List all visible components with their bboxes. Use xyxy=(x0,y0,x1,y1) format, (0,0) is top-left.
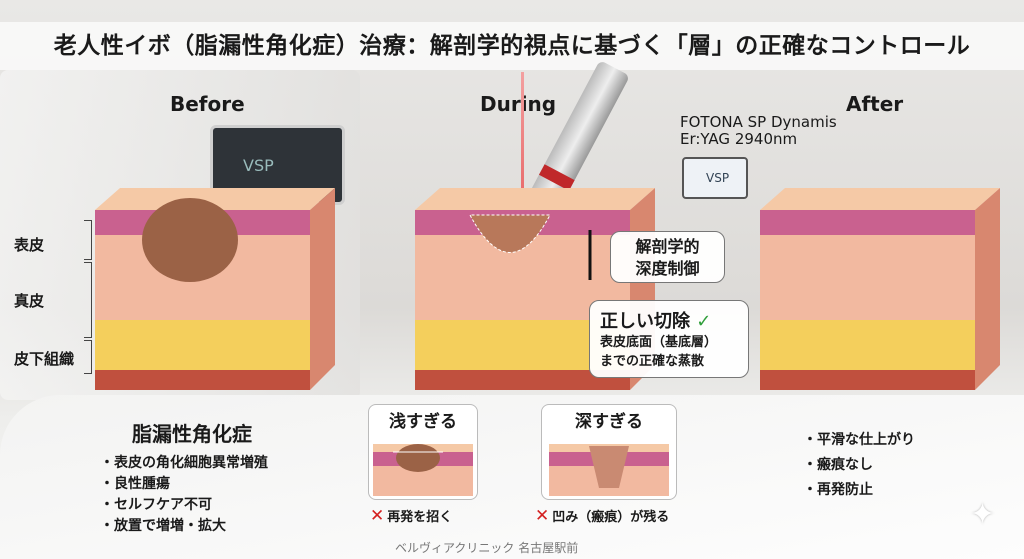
after-item: ・再発防止 xyxy=(803,482,873,498)
device-spec: Er:YAG 2940nm xyxy=(680,130,798,148)
after-benefits: ・平滑な仕上がり ・瘢痕なし ・再発防止 xyxy=(803,428,915,503)
background-treatment-bed xyxy=(0,395,1024,559)
too-deep-panel: 深すぎる xyxy=(541,404,677,500)
bracket-subcutis xyxy=(84,340,92,374)
bracket-epidermis xyxy=(84,220,92,260)
after-item: ・平滑な仕上がり xyxy=(803,432,915,448)
correct-title: 正しい切除 xyxy=(600,311,690,332)
check-icon: ✓ xyxy=(696,311,712,332)
screen-text: VSP xyxy=(243,156,274,175)
device-name: FOTONA SP Dynamis xyxy=(680,113,837,131)
condition-item: ・表皮の角化細胞異常増殖 xyxy=(100,455,268,471)
depth-control-callout: 解剖学的 深度制御 xyxy=(610,231,725,283)
correct-desc-line1: 表皮底面（基底層） xyxy=(600,335,718,350)
skin-block-before xyxy=(95,188,335,390)
condition-description: 脂漏性角化症 ・表皮の角化細胞異常増殖 ・良性腫瘍 ・セルフケア不可 ・放置で増… xyxy=(100,418,268,537)
too-shallow-title: 浅すぎる xyxy=(389,412,457,432)
condition-item: ・良性腫瘍 xyxy=(100,476,170,492)
too-deep-result-text: 凹み（瘢痕）が残る xyxy=(552,510,670,525)
too-shallow-panel: 浅すぎる xyxy=(368,404,478,500)
device-screen-thumbnail: VSP xyxy=(682,157,748,199)
skin-block-after xyxy=(760,188,1000,390)
layer-label-dermis: 真皮 xyxy=(14,292,45,310)
depth-control-line1: 解剖学的 xyxy=(635,237,700,256)
depth-control-line2: 深度制御 xyxy=(635,259,700,278)
page-title: 老人性イボ（脂漏性角化症）治療：解剖学的視点に基づく「層」の正確なコントロール xyxy=(0,22,1024,70)
column-label-during: During xyxy=(480,92,557,116)
correct-excision-callout: 正しい切除 ✓ 表皮底面（基底層） までの正確な蒸散 xyxy=(589,300,749,378)
layer-label-subcutis: 皮下組織 xyxy=(14,350,75,368)
x-icon: ✕ xyxy=(370,506,385,526)
correct-desc-line2: までの正確な蒸散 xyxy=(600,354,705,369)
too-deep-title: 深すぎる xyxy=(575,412,643,432)
condition-item: ・セルフケア不可 xyxy=(100,497,212,513)
too-deep-illustration xyxy=(549,444,669,496)
clinic-footer: ベルヴィアクリニック 名古屋駅前 xyxy=(395,541,579,555)
column-label-after: After xyxy=(846,92,904,116)
layer-label-epidermis: 表皮 xyxy=(14,236,45,254)
too-deep-result: ✕凹み（瘢痕）が残る xyxy=(535,506,669,526)
lesion xyxy=(142,198,238,282)
vsp-label: VSP xyxy=(706,171,730,185)
condition-title: 脂漏性角化症 xyxy=(132,422,252,446)
too-shallow-result-text: 再発を招く xyxy=(387,510,453,525)
device-info: FOTONA SP Dynamis Er:YAG 2940nm xyxy=(680,114,837,148)
bracket-dermis xyxy=(84,262,92,338)
condition-item: ・放置で増増・拡大 xyxy=(100,518,226,534)
too-shallow-illustration xyxy=(373,444,473,496)
column-label-before: Before xyxy=(170,92,245,116)
x-icon: ✕ xyxy=(535,506,550,526)
laser-beam xyxy=(521,72,524,272)
after-item: ・瘢痕なし xyxy=(803,457,873,473)
sparkle-icon: ✦ xyxy=(970,497,996,532)
too-shallow-result: ✕再発を招く xyxy=(370,506,452,526)
